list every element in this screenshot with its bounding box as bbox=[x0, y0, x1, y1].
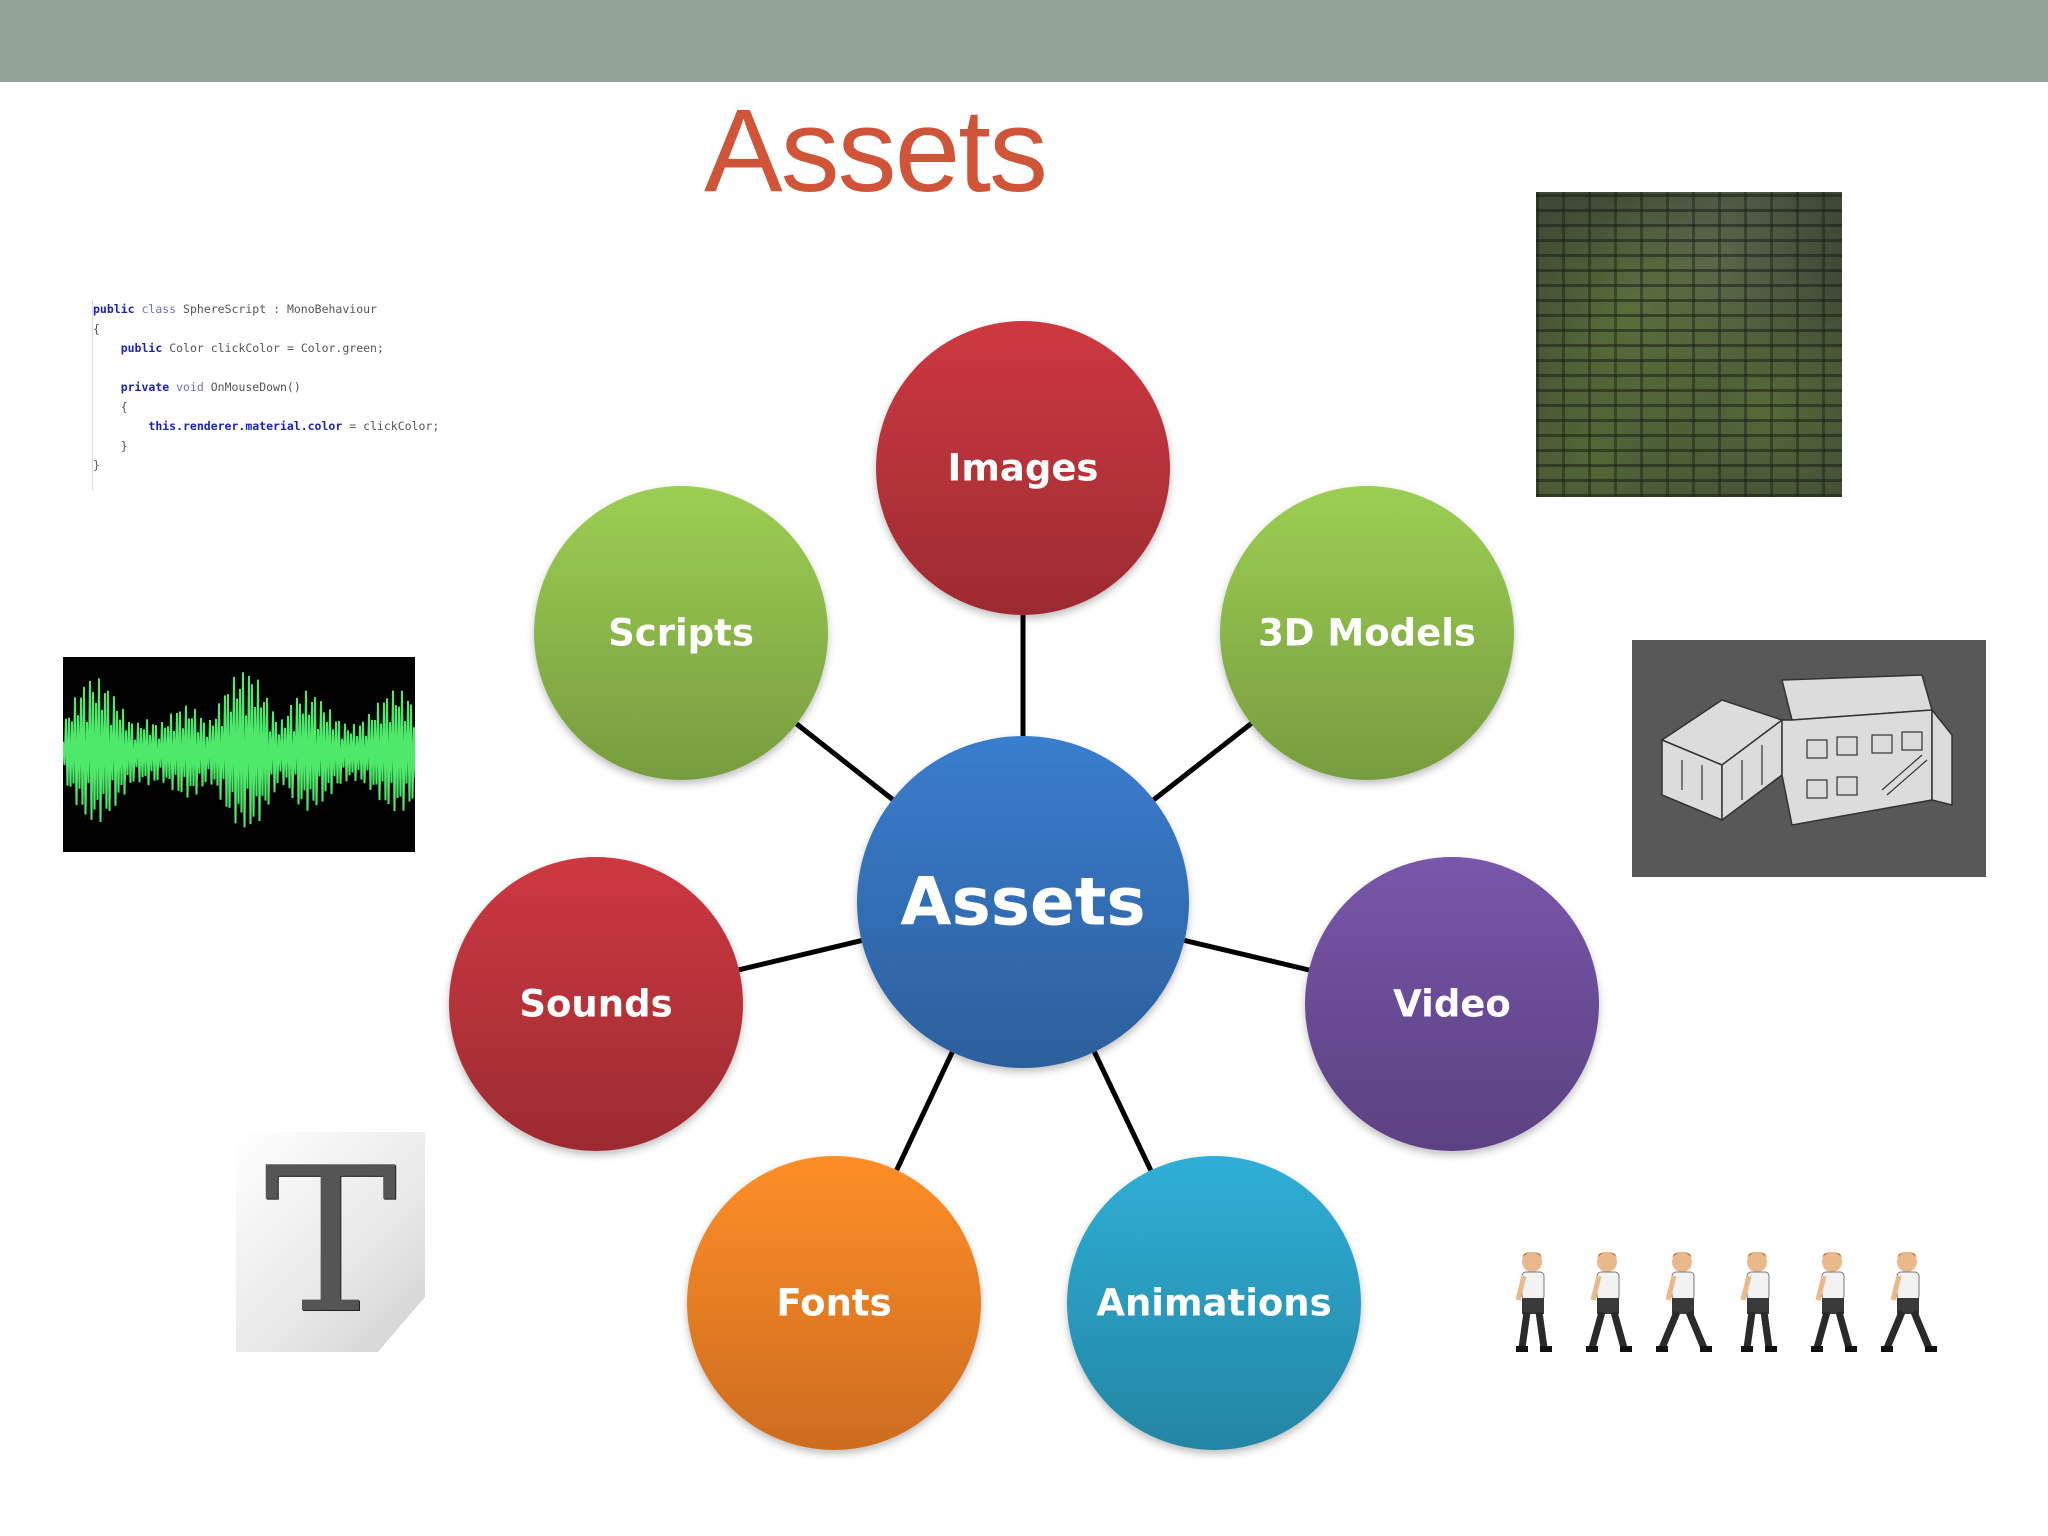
sprite-frame bbox=[1811, 1252, 1857, 1352]
sprite-frame bbox=[1656, 1252, 1712, 1352]
sprite-frame bbox=[1515, 1252, 1552, 1352]
header-bar bbox=[0, 0, 2048, 82]
connector-fonts bbox=[894, 1051, 955, 1172]
code-line: public class SphereScript : MonoBehaviou… bbox=[93, 302, 377, 316]
stone-texture-icon bbox=[1536, 192, 1842, 497]
node-3d-models-label: 3D Models bbox=[1258, 612, 1476, 655]
code-line: } bbox=[93, 458, 100, 472]
center-node-circle bbox=[857, 736, 1189, 1068]
code-line: this.renderer.material.color = clickColo… bbox=[148, 419, 440, 433]
slide-title: Assets bbox=[703, 85, 1048, 217]
code-line bbox=[93, 359, 543, 379]
node-scripts-label: Scripts bbox=[608, 612, 754, 655]
code-line: { bbox=[93, 321, 100, 336]
node-sounds-label: Sounds bbox=[519, 983, 672, 1026]
font-file-icon: T bbox=[236, 1132, 425, 1352]
node-video-label: Video bbox=[1393, 983, 1511, 1026]
connector-animations bbox=[1092, 1050, 1154, 1172]
connector-video bbox=[1183, 937, 1310, 973]
font-glyph: T bbox=[263, 1125, 398, 1358]
walking-sprite-icon bbox=[1500, 1240, 1980, 1370]
sprite-frame bbox=[1586, 1252, 1632, 1352]
node-images-label: Images bbox=[948, 447, 1099, 490]
node-animations-label: Animations bbox=[1096, 1282, 1331, 1325]
connector-sounds bbox=[738, 938, 863, 973]
sprite-frame bbox=[1881, 1252, 1937, 1352]
code-line: { bbox=[120, 399, 128, 414]
node-3d-models-circle bbox=[1220, 486, 1514, 780]
connectors bbox=[738, 615, 1310, 1172]
sprite-frame bbox=[1740, 1252, 1777, 1352]
3d-house-model-icon bbox=[1632, 640, 1986, 877]
code-line: private void OnMouseDown() bbox=[120, 380, 301, 394]
node-video-circle bbox=[1305, 857, 1599, 1151]
code-line: } bbox=[120, 438, 128, 453]
code-snippet-icon: public class SphereScript : MonoBehaviou… bbox=[92, 300, 543, 490]
center-node-label: Assets bbox=[900, 864, 1145, 941]
connector-3d-models bbox=[1152, 721, 1253, 802]
node-fonts-circle bbox=[687, 1156, 981, 1450]
node-animations-circle bbox=[1067, 1156, 1361, 1450]
node-images-circle bbox=[876, 321, 1170, 615]
code-line: public Color clickColor = Color.green; bbox=[120, 341, 384, 355]
connector-scripts bbox=[794, 721, 895, 802]
node-sounds-circle bbox=[449, 857, 743, 1151]
waveform-icon bbox=[62, 657, 417, 852]
node-scripts-circle bbox=[534, 486, 828, 780]
node-fonts-label: Fonts bbox=[776, 1282, 891, 1325]
